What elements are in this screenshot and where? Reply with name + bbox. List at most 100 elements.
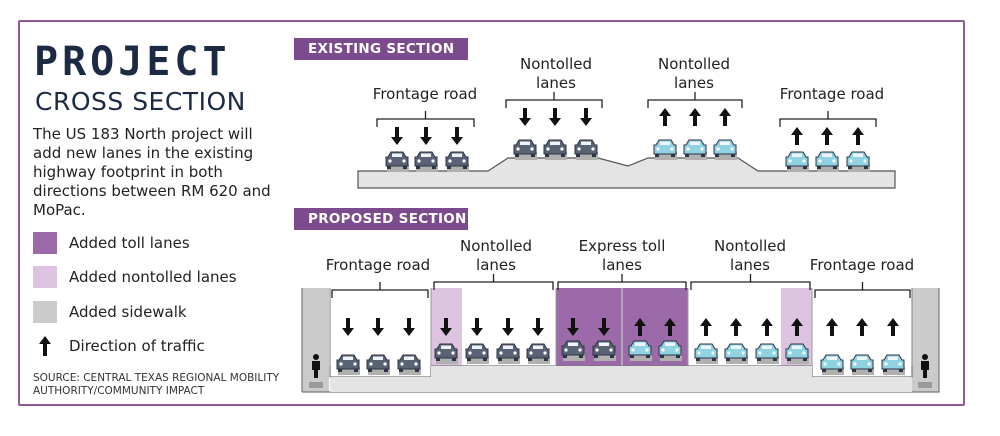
- car-wheel: [864, 166, 868, 169]
- car-light: [578, 348, 582, 352]
- car-light: [849, 159, 853, 163]
- car-shadow: [498, 356, 520, 364]
- car-shadow: [685, 152, 707, 160]
- car-light: [670, 147, 674, 151]
- car-light: [863, 159, 867, 163]
- car-light: [388, 159, 392, 163]
- car-wheel: [452, 358, 456, 361]
- arrow-down-icon: [342, 318, 354, 336]
- group-label: lanes: [536, 74, 576, 92]
- car-body: [414, 151, 438, 167]
- car-icon: [592, 340, 616, 361]
- car-light: [560, 147, 564, 151]
- car-window: [421, 153, 431, 157]
- car-shadow: [757, 356, 779, 364]
- car-wheel: [803, 358, 807, 361]
- arrow-up-icon: [659, 108, 671, 126]
- car-light: [591, 147, 595, 151]
- arrow-down-icon: [567, 318, 579, 336]
- car-body: [846, 151, 870, 167]
- car-body: [496, 343, 520, 359]
- group-label: lanes: [476, 256, 516, 274]
- car-light: [758, 351, 762, 355]
- group-label: Nontolled: [658, 55, 730, 73]
- car-light: [788, 159, 792, 163]
- pedestrian-base: [309, 382, 323, 388]
- car-body: [850, 354, 874, 370]
- car-wheel: [757, 358, 761, 361]
- car-wheel: [415, 369, 419, 372]
- arrow-up-icon: [856, 318, 868, 336]
- car-light: [823, 362, 827, 366]
- legend-item-nontoll: Added nontolled lanes: [33, 266, 273, 290]
- car-wheel: [483, 358, 487, 361]
- car-body: [543, 139, 567, 155]
- legend-item-sidewalk: Added sidewalk: [33, 301, 273, 325]
- car-light: [417, 159, 421, 163]
- car-wheel: [852, 369, 856, 372]
- car-wheel: [576, 154, 580, 157]
- arrow-up-icon: [689, 108, 701, 126]
- car-window: [731, 345, 741, 349]
- car-light: [564, 348, 568, 352]
- legend-label: Added sidewalk: [69, 303, 187, 321]
- car-shadow: [787, 164, 809, 172]
- car-light: [656, 147, 660, 151]
- car-shadow: [630, 353, 652, 361]
- car-window: [888, 356, 898, 360]
- car-wheel: [544, 358, 548, 361]
- sidewalk-swatch: [33, 301, 57, 323]
- car-light: [884, 362, 888, 366]
- car-window: [701, 345, 711, 349]
- car-body: [658, 340, 682, 356]
- car-light: [609, 348, 613, 352]
- car-body: [815, 151, 839, 167]
- car-light: [414, 362, 418, 366]
- car-icon: [755, 343, 779, 364]
- car-light: [741, 351, 745, 355]
- car-icon: [628, 340, 652, 361]
- car-window: [503, 345, 513, 349]
- car-shadow: [467, 356, 489, 364]
- toll-lanes-swatch: [33, 232, 57, 254]
- car-wheel: [399, 369, 403, 372]
- car-wheel: [592, 154, 596, 157]
- car-body: [755, 343, 779, 359]
- car-window: [635, 342, 645, 346]
- car-wheel: [701, 154, 705, 157]
- car-window: [520, 141, 530, 145]
- car-body: [628, 340, 652, 356]
- car-shadow: [883, 367, 905, 375]
- car-light: [802, 159, 806, 163]
- car-wheel: [742, 358, 746, 361]
- car-body: [513, 139, 537, 155]
- car-icon: [683, 139, 707, 160]
- car-shadow: [545, 152, 567, 160]
- arrow-up-icon: [39, 336, 51, 356]
- car-light: [516, 147, 520, 151]
- car-shadow: [563, 353, 585, 361]
- car-light: [437, 351, 441, 355]
- car-icon: [574, 139, 598, 160]
- car-wheel: [384, 369, 388, 372]
- car-wheel: [447, 166, 451, 169]
- car-body: [653, 139, 677, 155]
- car-window: [343, 356, 353, 360]
- car-wheel: [432, 166, 436, 169]
- car-body: [526, 343, 550, 359]
- car-icon: [465, 343, 489, 364]
- car-light: [727, 351, 731, 355]
- arrow-up-icon: [761, 318, 773, 336]
- car-shadow: [822, 367, 844, 375]
- car-icon: [385, 151, 409, 172]
- car-body: [713, 139, 737, 155]
- arrow-down-icon: [532, 318, 544, 336]
- group-bracket: [779, 118, 877, 127]
- group-label: Nontolled: [520, 55, 592, 73]
- arrow-up-icon: [791, 318, 803, 336]
- existing-section-diagram: Frontage roadNontolledlanesNontolledlane…: [357, 55, 896, 189]
- car-light: [711, 351, 715, 355]
- arrow-down-icon: [440, 318, 452, 336]
- car-wheel: [563, 355, 567, 358]
- car-window: [720, 141, 730, 145]
